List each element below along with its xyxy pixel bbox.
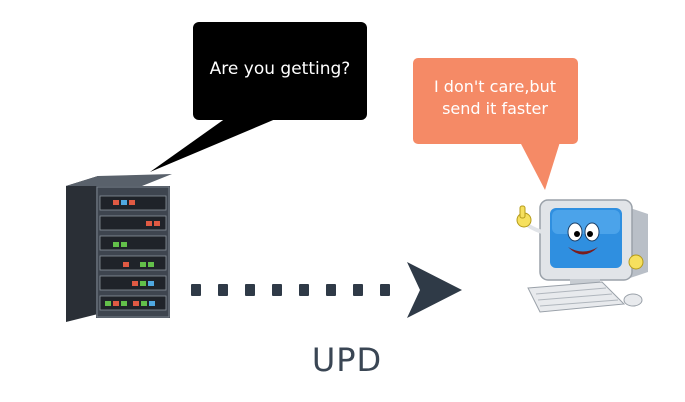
client-bubble-text: I don't care,but send it faster (415, 76, 575, 120)
server-rack-icon (66, 174, 172, 322)
protocol-label: UPD (311, 341, 383, 379)
computer-mascot-icon (516, 199, 648, 313)
server-speech-bubble (150, 22, 367, 172)
server-bubble-text: Are you getting? (209, 59, 351, 79)
client-speech-bubble (413, 58, 578, 190)
client-bubble-line-1: I don't care,but (434, 77, 556, 96)
client-bubble-line-2: send it faster (442, 99, 548, 118)
dashed-arrow (191, 262, 462, 318)
